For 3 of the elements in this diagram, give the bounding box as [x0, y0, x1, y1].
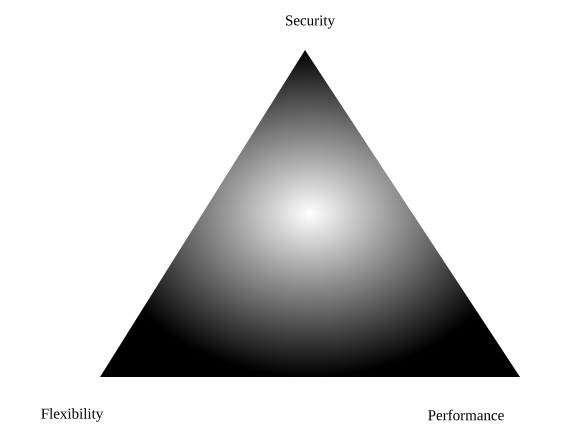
corner-label: Security	[286, 15, 335, 29]
corner-label: Flexibility	[41, 408, 104, 422]
corner-label: Performance	[428, 410, 504, 420]
